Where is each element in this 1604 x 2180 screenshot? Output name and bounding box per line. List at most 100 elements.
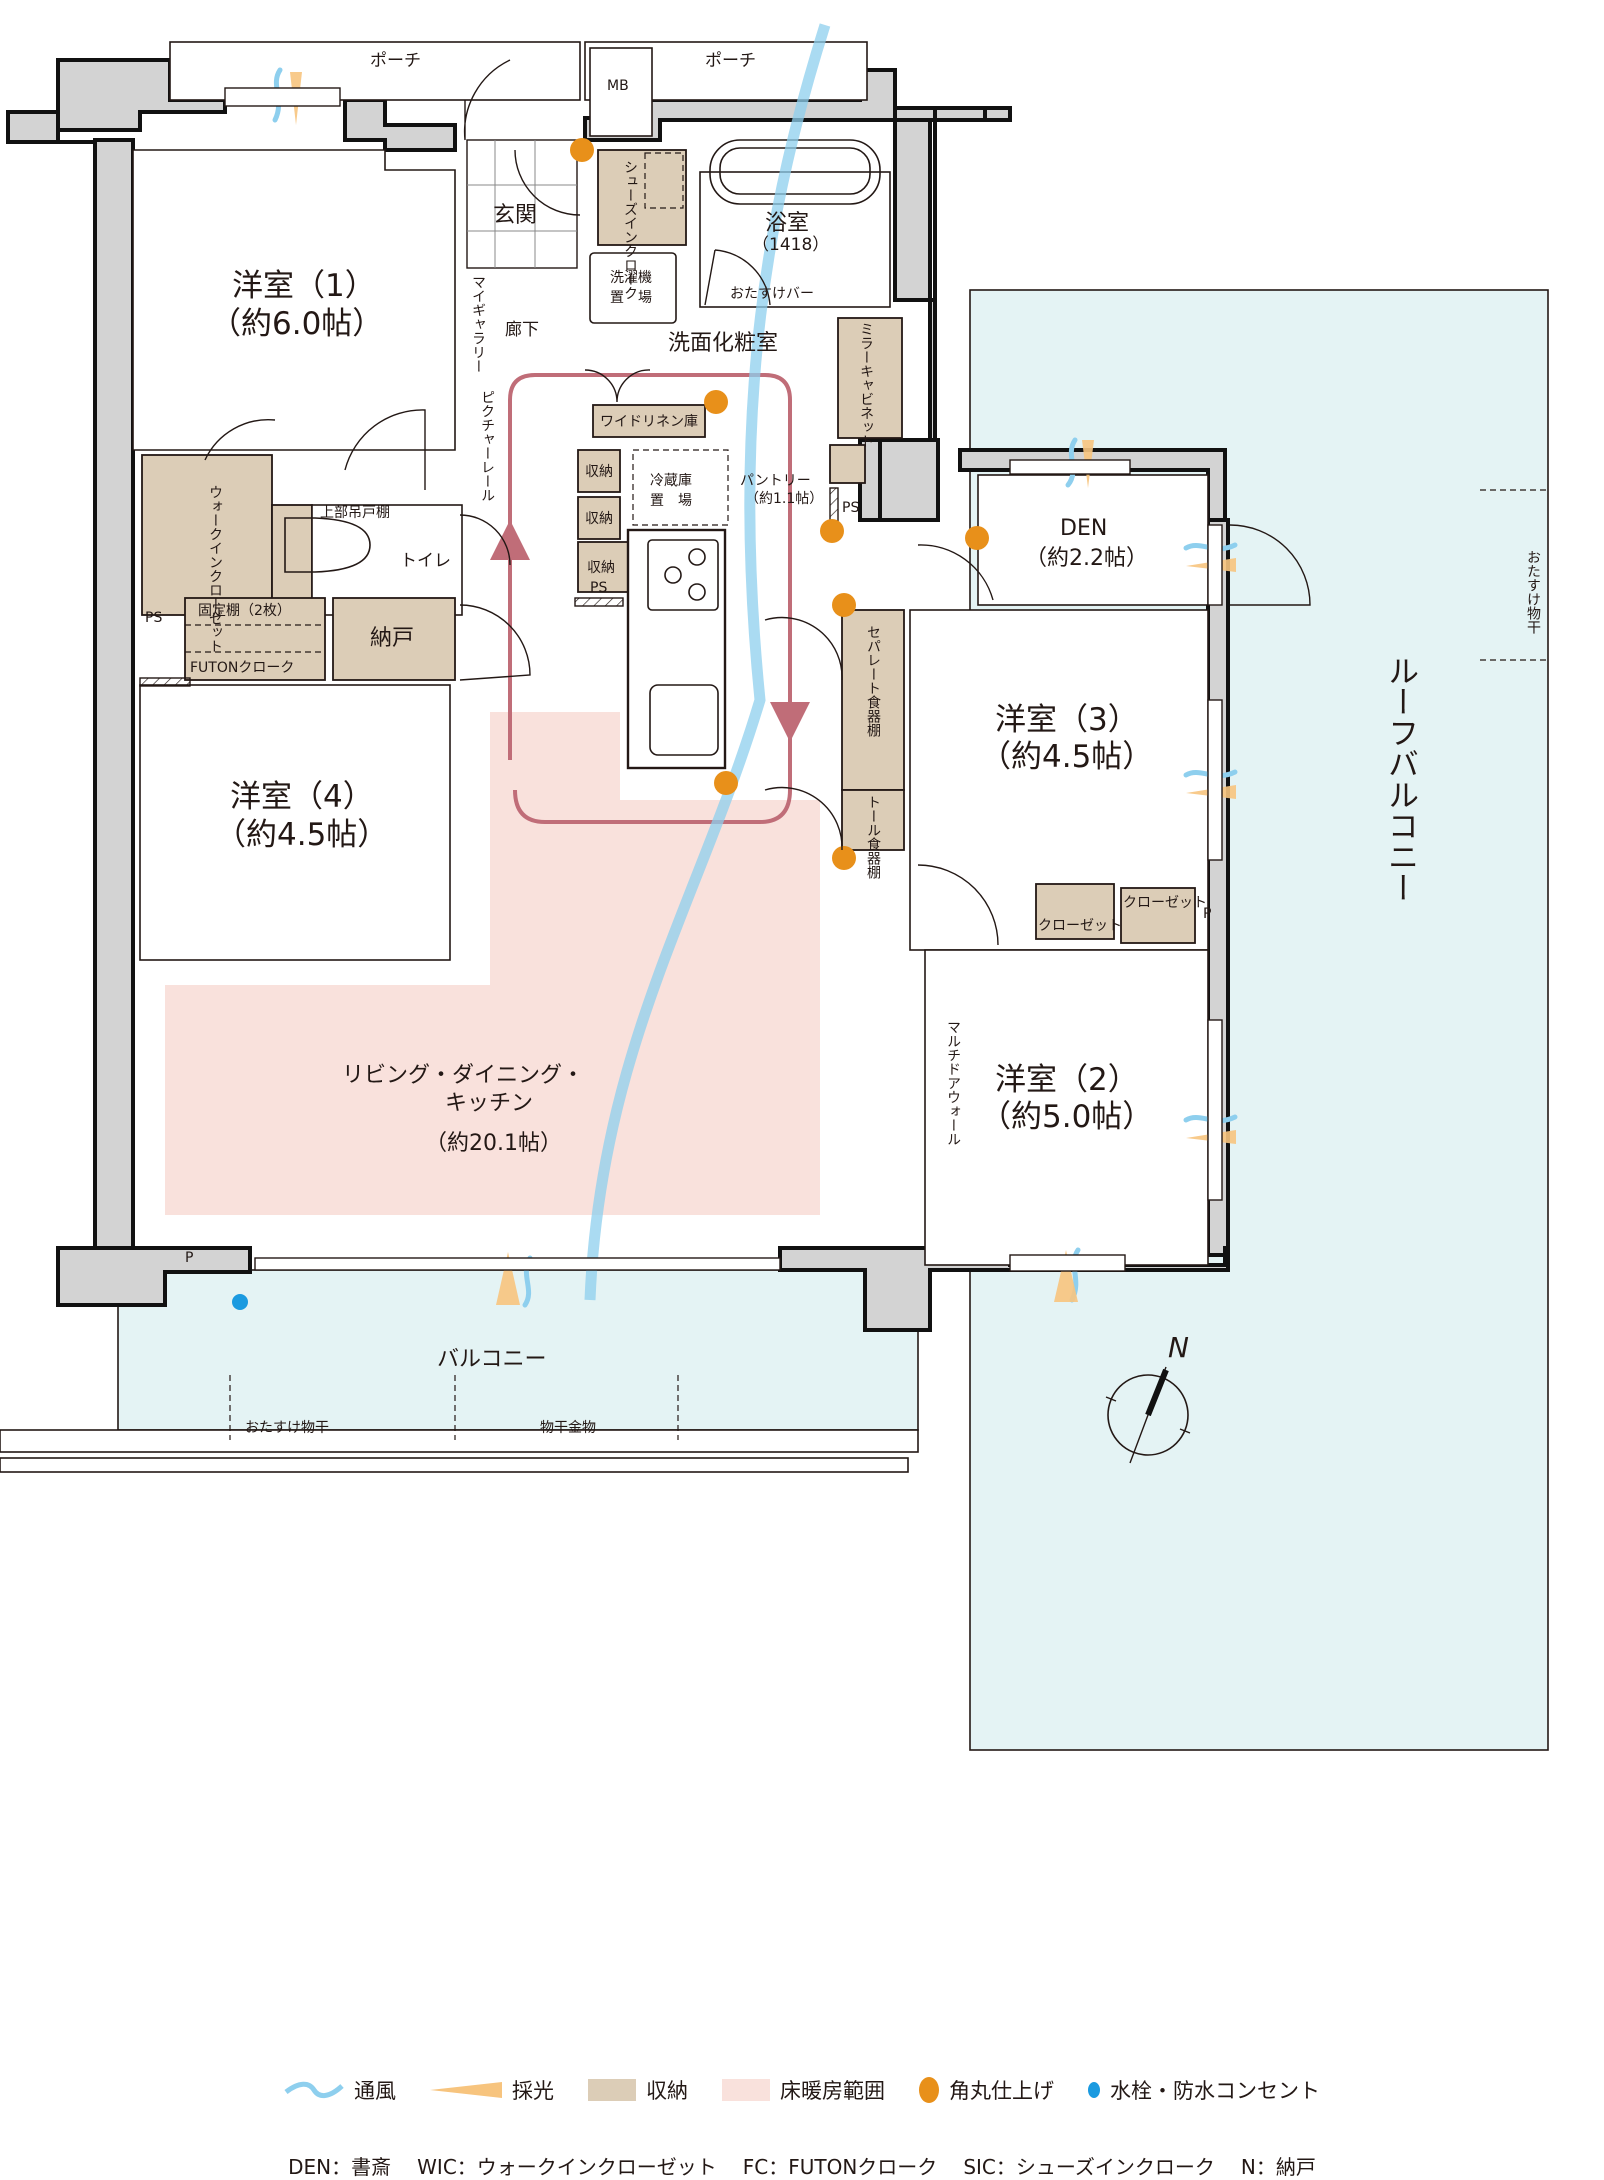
label-storage-3: 収納 bbox=[587, 560, 615, 576]
ventilation-flow-main bbox=[584, 23, 831, 1301]
room-western-2 bbox=[924, 949, 1209, 1266]
pantry-storage bbox=[829, 444, 866, 484]
legend-label: 水栓・防水コンセント bbox=[1110, 2079, 1320, 2103]
label-shoes-in-cloak: シューズインクローク bbox=[622, 160, 638, 300]
meter-box bbox=[589, 47, 653, 137]
label-closet-2: クローゼット bbox=[1123, 895, 1207, 911]
room-western-4 bbox=[139, 684, 451, 961]
toilet-upper-cabinet bbox=[271, 504, 313, 616]
stove bbox=[647, 539, 719, 611]
walk-in-closet bbox=[141, 454, 273, 616]
legend-label: 採光 bbox=[512, 2079, 554, 2103]
windows bbox=[224, 87, 1223, 1272]
legend-daylight: 採光 bbox=[430, 2075, 554, 2105]
label-picture-rail: ピクチャーレール bbox=[479, 390, 495, 502]
label-porch-left: ポーチ bbox=[370, 51, 421, 71]
label-den-size: （約2.2帖） bbox=[1025, 546, 1148, 571]
bath-side-wall bbox=[878, 438, 940, 522]
kitchen-counter bbox=[626, 528, 727, 770]
abbr-n: N：納戸 bbox=[1240, 2155, 1316, 2179]
legend-ventilation: 通風 bbox=[284, 2075, 396, 2105]
drying-hardware-markers bbox=[229, 489, 1548, 1440]
storage-swatch-icon bbox=[588, 2079, 636, 2101]
label-upper-cabinet: 上部吊戸棚 bbox=[320, 505, 390, 521]
compass: N bbox=[1105, 1331, 1191, 1464]
abbreviations-row: DEN：書斎 WIC：ウォークインクローゼット FC：FUTONクローク SIC… bbox=[0, 2151, 1604, 2180]
doors bbox=[204, 149, 1311, 946]
floor-heating-swatch-icon bbox=[722, 2079, 770, 2101]
label-porch-right: ポーチ bbox=[705, 51, 756, 71]
label-otasuke-hoshi-balcony: おたすけ物干 bbox=[245, 1420, 329, 1436]
bottom-wall-left bbox=[56, 1246, 252, 1307]
circulation-route bbox=[508, 373, 792, 824]
daylight-wedge-icon bbox=[430, 2082, 502, 2098]
label-closet-1: クローゼット bbox=[1038, 918, 1122, 934]
fixed-shelf-futon-cloak bbox=[184, 597, 326, 681]
left-wall bbox=[93, 138, 135, 1254]
label-balcony: バルコニー bbox=[437, 1347, 547, 1372]
label-western3-name: 洋室（3） bbox=[995, 702, 1139, 738]
label-laundry-2: 置 場 bbox=[610, 290, 652, 306]
label-ldk-size: （約20.1帖） bbox=[425, 1131, 562, 1156]
wide-linen-storage bbox=[592, 404, 706, 438]
label-tall-cupboard: トール食器棚 bbox=[865, 795, 881, 879]
label-storage-2: 収納 bbox=[585, 511, 613, 527]
legend: 通風 採光 収納 床暖房範囲 角丸仕上げ 水栓・防水コンセント DEN：書斎 W… bbox=[0, 2075, 1604, 2180]
legend-storage: 収納 bbox=[588, 2075, 688, 2105]
label-wide-linen: ワイドリネン庫 bbox=[600, 413, 698, 430]
ventilation-wave-icon bbox=[284, 2081, 344, 2098]
label-otasuke-hoshi-roof: おたすけ物干 bbox=[1525, 550, 1541, 634]
hatch-wic bbox=[139, 677, 191, 687]
label-pantry: パントリー bbox=[740, 473, 811, 489]
label-mb: MB bbox=[607, 78, 629, 94]
fridge-space bbox=[632, 449, 729, 526]
legend-floor-heating: 床暖房範囲 bbox=[722, 2075, 885, 2105]
blue-dot-icon bbox=[1088, 2082, 1100, 2098]
legend-label: 床暖房範囲 bbox=[780, 2079, 885, 2103]
rounded-corner-markers bbox=[570, 138, 989, 870]
label-ps-left: PS bbox=[145, 610, 162, 626]
label-walk-in-closet: ウォークインクローゼット bbox=[207, 485, 223, 653]
label-laundry-1: 洗濯機 bbox=[610, 270, 652, 286]
sink bbox=[649, 684, 719, 756]
legend-water-outlet: 水栓・防水コンセント bbox=[1088, 2075, 1320, 2105]
label-western3-size: （約4.5帖） bbox=[980, 739, 1153, 775]
label-fixed-shelf: 固定棚（2枚） bbox=[198, 603, 291, 619]
compass-north-label: N bbox=[1168, 1331, 1189, 1364]
legend-label: 収納 bbox=[646, 2079, 688, 2103]
label-mirror-cabinet: ミラーキャビネット bbox=[858, 322, 874, 448]
top-wall-mid bbox=[343, 98, 457, 152]
window-mark-room2-bottom bbox=[1054, 1247, 1081, 1303]
label-storeroom: 納戸 bbox=[370, 626, 414, 651]
label-toilet: トイレ bbox=[400, 551, 451, 571]
shoes-in-cloak bbox=[597, 149, 687, 246]
room-western-1 bbox=[132, 149, 456, 451]
label-fridge-1: 冷蔵庫 bbox=[650, 472, 692, 489]
tall-cupboard bbox=[841, 789, 905, 851]
storage-2 bbox=[577, 496, 621, 540]
label-p-ldk: P bbox=[185, 1250, 193, 1266]
abbr-den: DEN：書斎 bbox=[288, 2155, 392, 2179]
label-my-gallery: マイギャラリー bbox=[470, 275, 486, 373]
label-multi-door-wall: マルチドアウォール bbox=[945, 1020, 961, 1146]
legend-label: 角丸仕上げ bbox=[949, 2079, 1054, 2103]
label-pantry-size: （約1.1帖） bbox=[745, 491, 823, 507]
top-wall-right bbox=[583, 68, 1012, 522]
label-separate-cupboard: セパレート食器棚 bbox=[865, 625, 881, 737]
label-fridge-2: 置 場 bbox=[650, 493, 692, 509]
entrance-floor bbox=[463, 59, 578, 269]
legend-label: 通風 bbox=[354, 2079, 396, 2103]
label-ps-pantry: PS bbox=[842, 500, 859, 516]
label-hoshi-kanamono: 物干金物 bbox=[540, 1420, 596, 1436]
closet-2 bbox=[1120, 887, 1196, 944]
laundry-space bbox=[589, 252, 677, 324]
label-western4-size: （約4.5帖） bbox=[215, 817, 388, 853]
label-western4-name: 洋室（4） bbox=[230, 779, 374, 815]
label-ldk-1: リビング・ダイニング・ bbox=[342, 1063, 584, 1088]
label-entrance: 玄関 bbox=[493, 203, 537, 228]
label-den: DEN bbox=[1060, 516, 1107, 541]
label-bath: 浴室 bbox=[765, 211, 809, 236]
toilet-bowl bbox=[284, 517, 371, 573]
label-bath-size: （1418） bbox=[752, 235, 829, 255]
